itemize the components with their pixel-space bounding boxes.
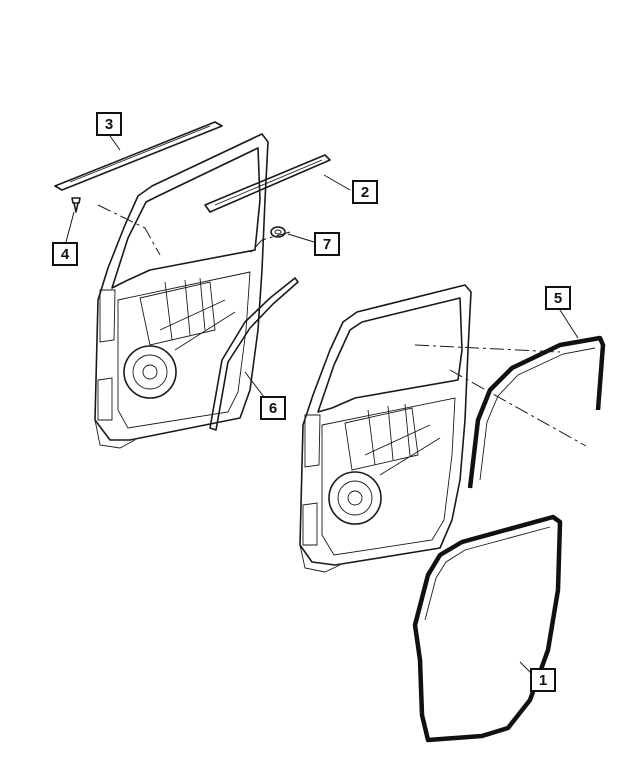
- left-door-shell: [94, 133, 269, 449]
- part-5-frame-seal: [467, 335, 606, 489]
- callout-4: 4: [52, 242, 78, 266]
- part-3-belt-weatherstrip: [54, 121, 223, 191]
- callout-5: 5: [545, 286, 571, 310]
- part-4-clip: [71, 197, 81, 213]
- part-6-channel: [209, 277, 299, 431]
- right-door-shell: [299, 284, 472, 573]
- callout-7: 7: [314, 232, 340, 256]
- callout-2: 2: [352, 180, 378, 204]
- part-2-belt-weatherstrip: [204, 154, 331, 213]
- callout-1: 1: [530, 668, 556, 692]
- leader-lines: [65, 135, 579, 675]
- callout-6: 6: [260, 396, 286, 420]
- reference-lines: [97, 204, 587, 447]
- callout-3: 3: [96, 112, 122, 136]
- part-1-weatherstrip: [412, 514, 563, 743]
- part-7-plug: [270, 226, 286, 238]
